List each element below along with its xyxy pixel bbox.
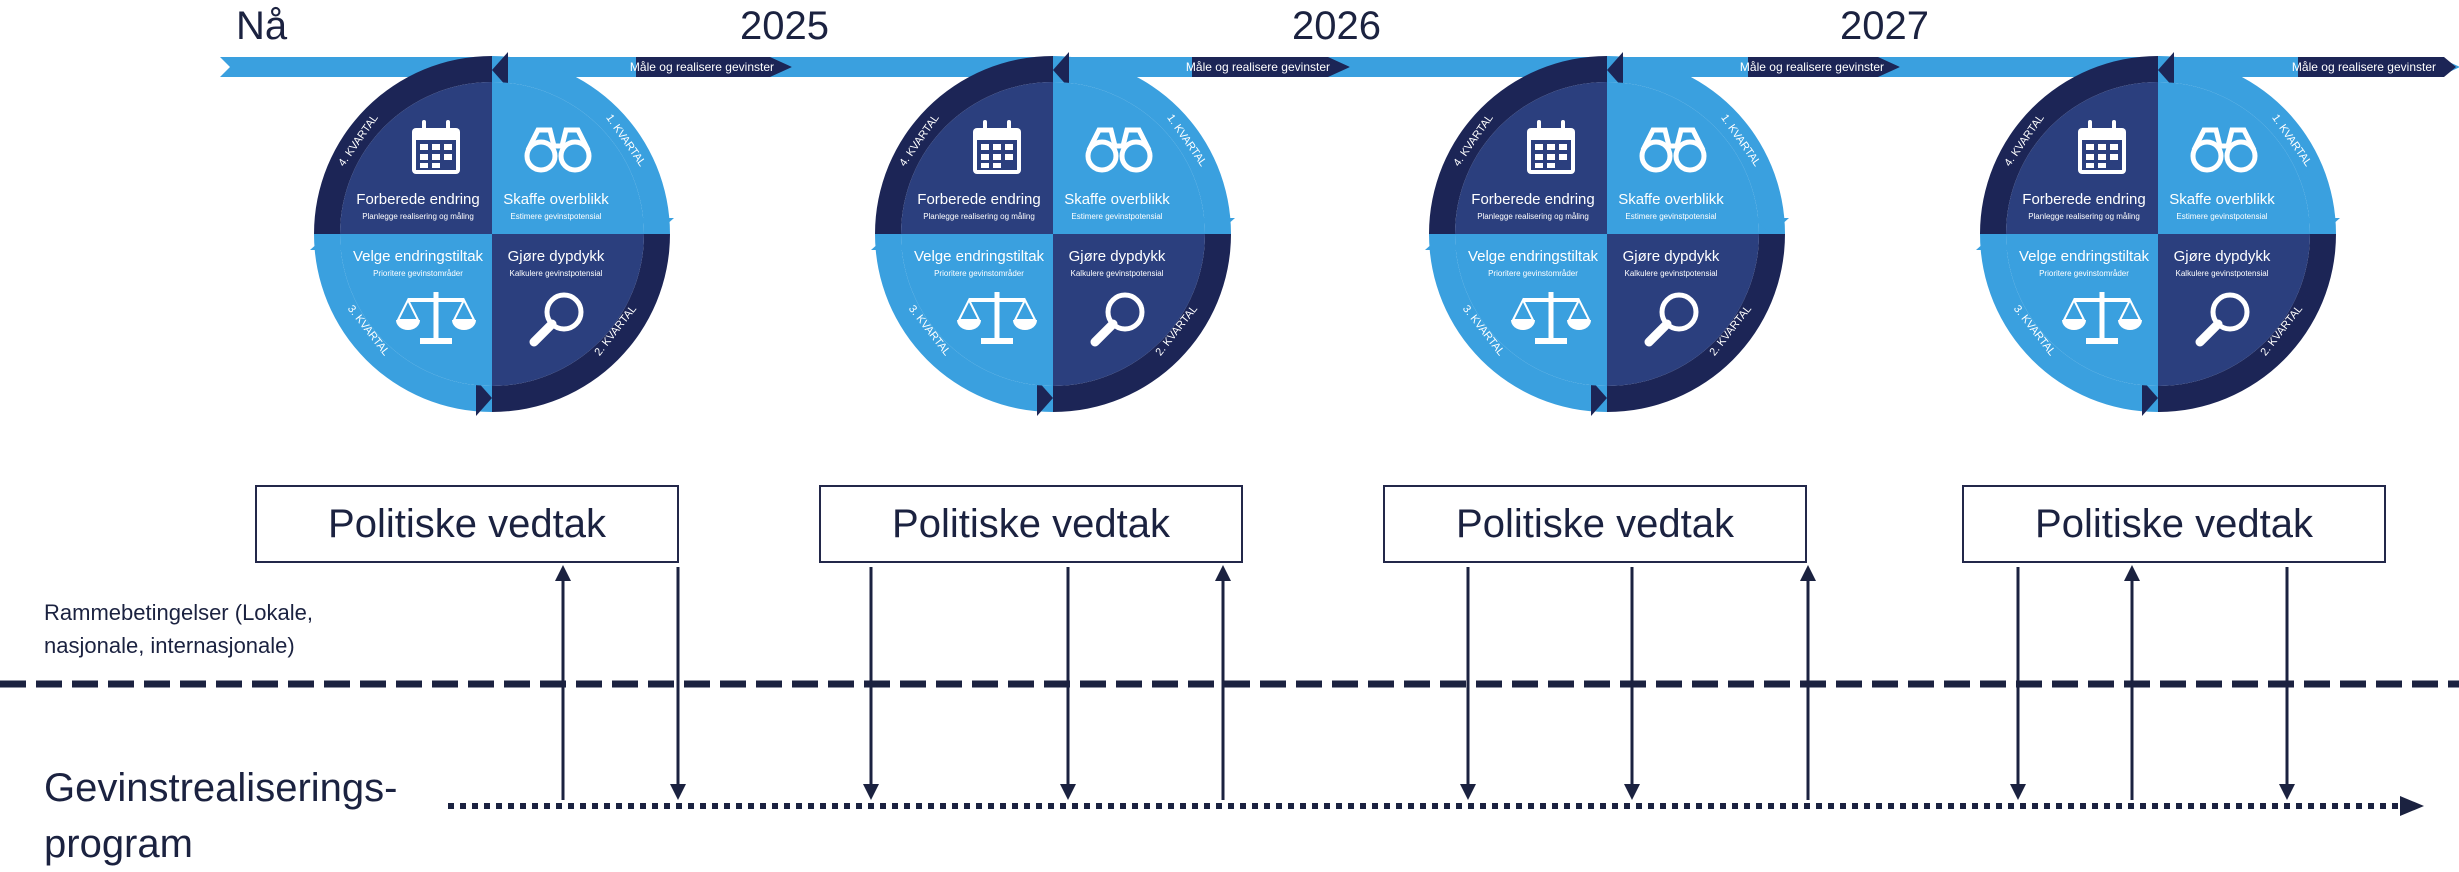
arrowhead-up (1215, 565, 1231, 581)
step-overview-subtitle: Estimere gevinstpotensial (2176, 212, 2267, 221)
step-overview-subtitle: Estimere gevinstpotensial (1625, 212, 1716, 221)
step-deepdive-title: Gjøre dypdykk (2174, 248, 2271, 265)
program-arrowhead (2400, 796, 2424, 816)
arrowhead-down (2279, 784, 2295, 800)
step-overview-subtitle: Estimere gevinstpotensial (1071, 212, 1162, 221)
cycle-wheel (310, 52, 674, 416)
step-choose-title: Velge endringstiltak (2019, 248, 2150, 265)
political-decision-box: Politiske vedtak (255, 485, 679, 563)
timeline-arrow-text: Måle og realisere gevinster (2292, 60, 2436, 74)
program-label-line2: program (44, 822, 193, 866)
arrowhead-down (1060, 784, 1076, 800)
step-deepdive-title: Gjøre dypdykk (1069, 248, 1166, 265)
step-deepdive-subtitle: Kalkulere gevinstpotensial (510, 269, 603, 278)
timeline-arrow-text: Måle og realisere gevinster (630, 60, 774, 74)
year-label-2027: 2027 (1840, 4, 1929, 48)
step-prepare-title: Forberede endring (2022, 191, 2145, 208)
vertical-arrows (555, 565, 2295, 800)
step-overview-title: Skaffe overblikk (503, 191, 609, 208)
political-decision-box: Politiske vedtak (1962, 485, 2386, 563)
step-choose-title: Velge endringstiltak (1468, 248, 1599, 265)
step-prepare-subtitle: Planlegge realisering og måling (923, 212, 1035, 221)
step-prepare-title: Forberede endring (1471, 191, 1594, 208)
arrowhead-down (2010, 784, 2026, 800)
step-overview-title: Skaffe overblikk (2169, 191, 2275, 208)
step-choose-subtitle: Prioritere gevinstområder (2039, 269, 2129, 278)
step-choose-title: Velge endringstiltak (914, 248, 1045, 265)
step-deepdive-title: Gjøre dypdykk (1623, 248, 1720, 265)
timeline-arrow-text: Måle og realisere gevinster (1186, 60, 1330, 74)
program-label: Gevinstrealiserings- program (44, 760, 397, 872)
arrowhead-up (555, 565, 571, 581)
cycle-wheel (1976, 52, 2340, 416)
arrowhead-up (1800, 565, 1816, 581)
step-prepare-subtitle: Planlegge realisering og måling (1477, 212, 1589, 221)
step-choose-subtitle: Prioritere gevinstområder (373, 269, 463, 278)
cycle-wheel (1425, 52, 1789, 416)
step-prepare-subtitle: Planlegge realisering og måling (2028, 212, 2140, 221)
step-prepare-subtitle: Planlegge realisering og måling (362, 212, 474, 221)
arrowhead-down (863, 784, 879, 800)
step-overview-title: Skaffe overblikk (1618, 191, 1724, 208)
program-label-line1: Gevinstrealiserings- (44, 766, 398, 810)
timeline-arrow-text: Måle og realisere gevinster (1740, 60, 1884, 74)
step-deepdive-subtitle: Kalkulere gevinstpotensial (1071, 269, 1164, 278)
step-prepare-title: Forberede endring (356, 191, 479, 208)
step-choose-subtitle: Prioritere gevinstområder (934, 269, 1024, 278)
cycle-wheel (871, 52, 1235, 416)
step-deepdive-subtitle: Kalkulere gevinstpotensial (1625, 269, 1718, 278)
step-deepdive-title: Gjøre dypdykk (508, 248, 605, 265)
step-choose-subtitle: Prioritere gevinstområder (1488, 269, 1578, 278)
step-choose-title: Velge endringstiltak (353, 248, 484, 265)
arrowhead-down (1460, 784, 1476, 800)
political-decision-box: Politiske vedtak (1383, 485, 1807, 563)
framework-label: Rammebetingelser (Lokale, nasjonale, int… (44, 600, 314, 658)
arrowhead-down (1624, 784, 1640, 800)
political-decision-box: Politiske vedtak (819, 485, 1243, 563)
timeline-now-label: Nå (236, 4, 288, 48)
year-label-2025: 2025 (740, 4, 829, 48)
step-prepare-title: Forberede endring (917, 191, 1040, 208)
step-deepdive-subtitle: Kalkulere gevinstpotensial (2176, 269, 2269, 278)
arrowhead-up (2124, 565, 2140, 581)
step-overview-subtitle: Estimere gevinstpotensial (510, 212, 601, 221)
year-label-2026: 2026 (1292, 4, 1381, 48)
step-overview-title: Skaffe overblikk (1064, 191, 1170, 208)
arrowhead-down (670, 784, 686, 800)
